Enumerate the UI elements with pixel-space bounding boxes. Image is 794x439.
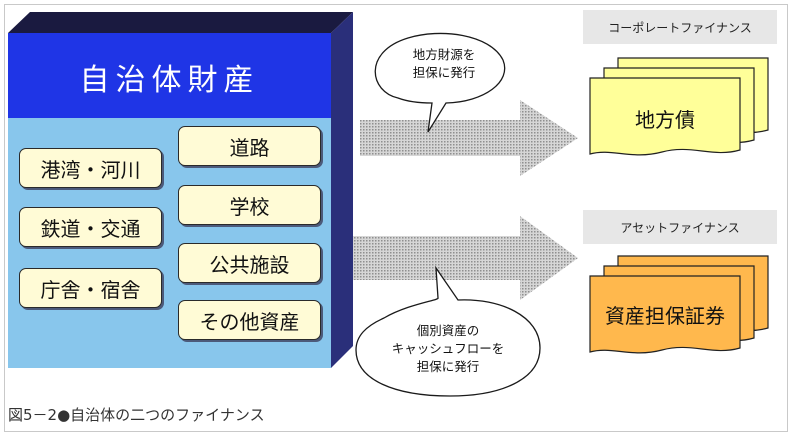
lower-bubble-line-3: 担保に発行 xyxy=(416,359,480,374)
asset-road: 道路 xyxy=(178,126,321,166)
lower-bubble-line-2: キャッシュフローを xyxy=(391,341,505,356)
box-title: 自治体財産 xyxy=(79,63,260,98)
doc-stack-top xyxy=(589,57,769,156)
asset-finance-tag: アセットファイナンス xyxy=(583,210,777,244)
lower-bubble-text: 個別資産の キャッシュフローを 担保に発行 xyxy=(360,322,536,376)
asset-other: その他資産 xyxy=(178,300,321,340)
box-title-panel xyxy=(8,33,331,118)
upper-bubble-line-1: 地方財源を xyxy=(412,47,476,62)
doc-stack-bottom xyxy=(589,255,769,354)
figure-frame xyxy=(4,4,788,432)
corporate-finance-tag: コーポレートファイナンス xyxy=(583,10,777,44)
upper-arrow xyxy=(360,100,578,176)
upper-bubble-line-2: 担保に発行 xyxy=(412,65,476,80)
asset-school: 学校 xyxy=(178,185,321,225)
asset-railway-transport: 鉄道・交通 xyxy=(19,207,162,247)
asset-government-housing: 庁舎・宿舎 xyxy=(19,268,162,308)
lower-bubble xyxy=(355,265,541,397)
asset-port-river: 港湾・河川 xyxy=(19,148,162,188)
upper-bubble xyxy=(374,32,506,133)
figure-caption: 図5－2●自治体の二つのファイナンス xyxy=(8,406,265,424)
upper-bubble-text: 地方財源を 担保に発行 xyxy=(384,46,504,82)
municipal-bond-label: 地方債 xyxy=(635,108,695,132)
lower-bubble-line-1: 個別資産の xyxy=(416,323,480,338)
asset-public-facility: 公共施設 xyxy=(178,243,321,283)
asset-backed-securities-label: 資産担保証券 xyxy=(605,304,725,328)
